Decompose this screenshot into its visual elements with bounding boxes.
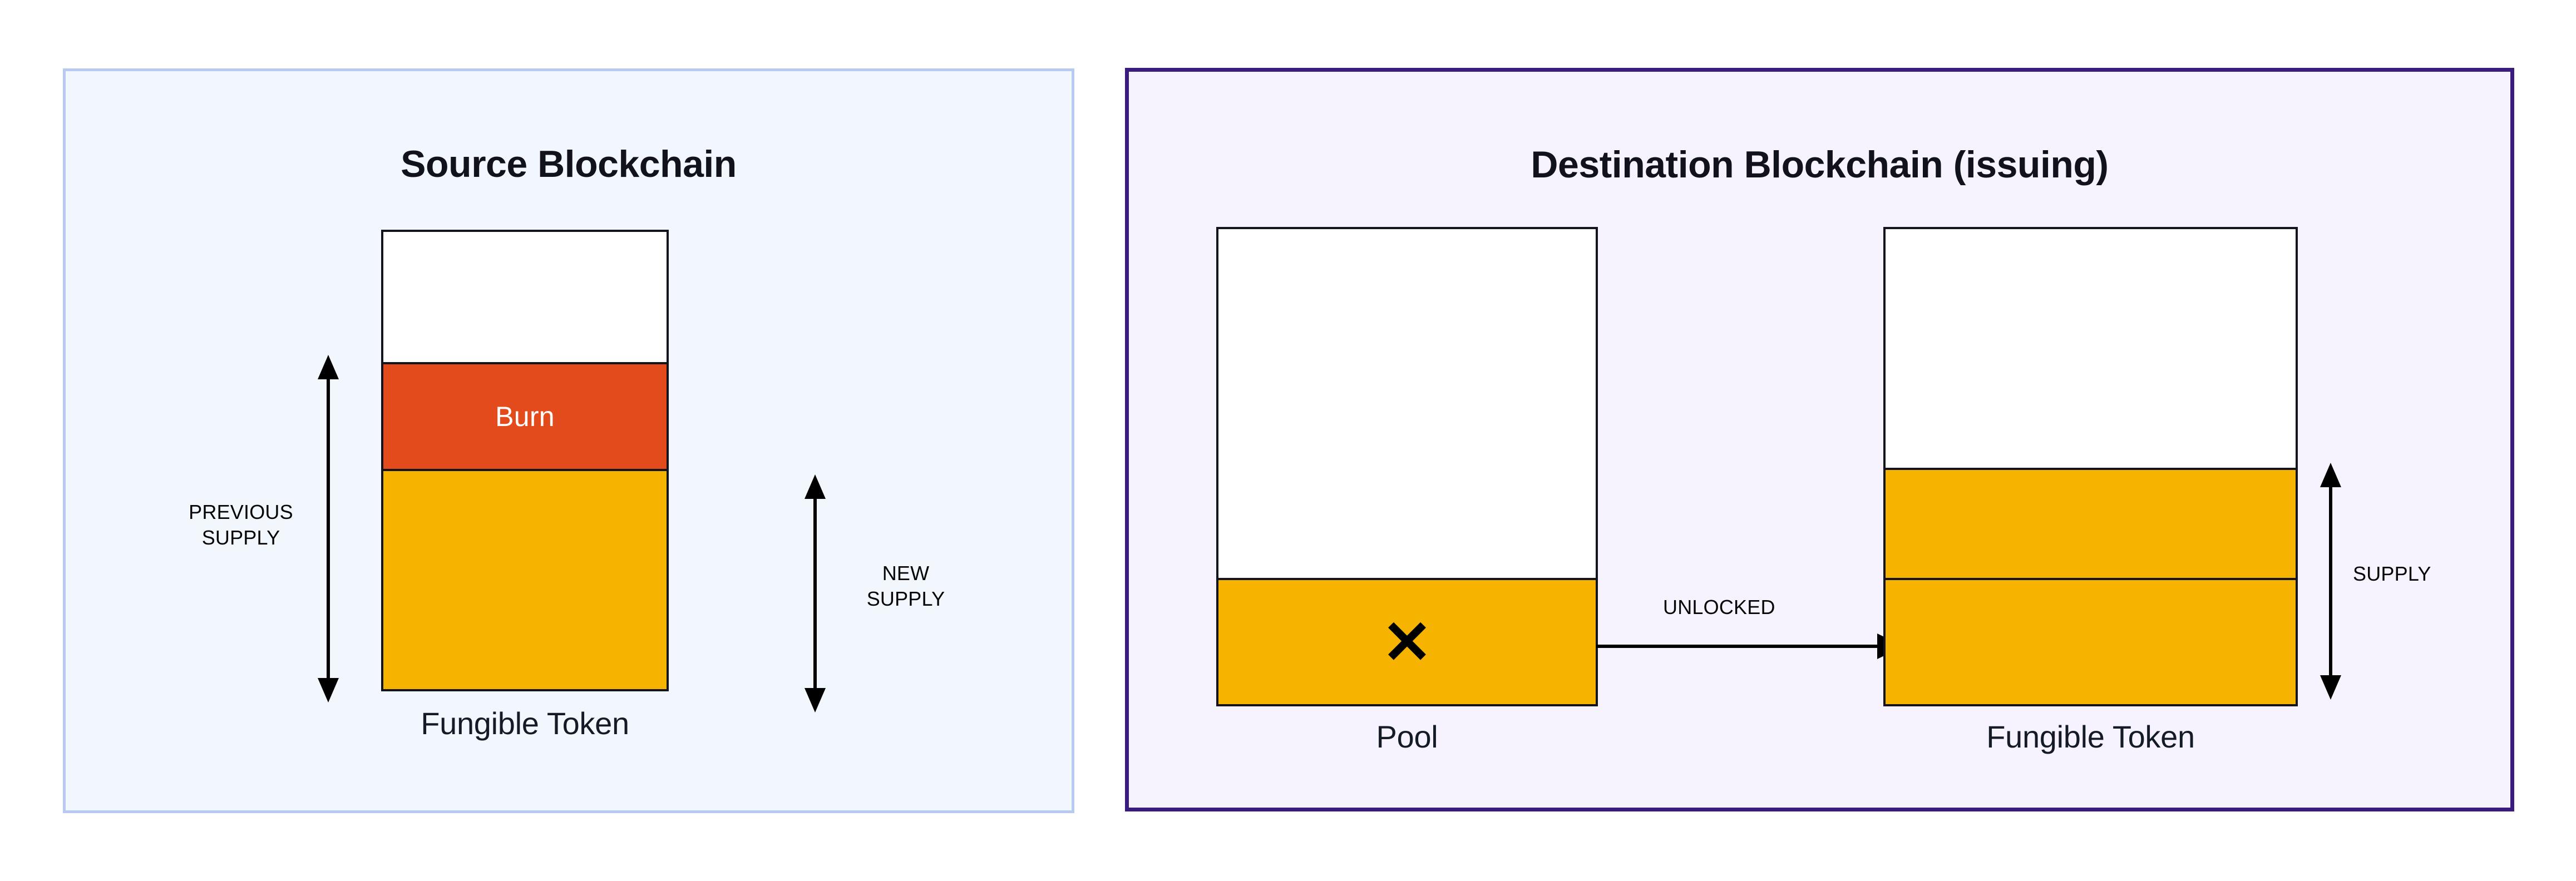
destination-token-bar-caption: Fungible Token	[1986, 719, 2195, 754]
destination-fungible-token-bar	[1883, 227, 2298, 706]
pool-bar-caption: Pool	[1376, 719, 1438, 754]
pool-bar: ✕	[1216, 227, 1598, 706]
pool-segment-empty	[1218, 229, 1596, 578]
new-supply-label: NEW SUPPLY	[866, 562, 945, 611]
token-segment-minted-supply	[1886, 578, 2296, 704]
previous-supply-label: PREVIOUS SUPPLY	[189, 501, 293, 550]
source-fungible-token-bar: Burn	[381, 230, 669, 691]
destination-blockchain-panel: Destination Blockchain (issuing) ✕ Pool …	[1125, 68, 2514, 811]
unlocked-flow-arrow	[1596, 633, 1904, 659]
bar-segment-empty	[383, 232, 667, 362]
source-bar-caption: Fungible Token	[421, 706, 629, 741]
source-panel-title: Source Blockchain	[401, 143, 737, 185]
unlocked-flow-label: UNLOCKED	[1663, 596, 1775, 618]
previous-supply-arrow	[317, 355, 339, 702]
new-supply-arrow	[804, 474, 826, 712]
pool-segment-locked: ✕	[1218, 578, 1596, 704]
supply-arrow	[2320, 463, 2342, 700]
burn-segment-label: Burn	[495, 401, 555, 432]
cross-x-icon: ✕	[1381, 608, 1433, 676]
bar-segment-token	[383, 471, 667, 689]
bar-segment-burn: Burn	[383, 362, 667, 471]
token-segment-empty	[1886, 229, 2296, 468]
source-blockchain-panel: Source Blockchain Burn Fungible Token PR…	[63, 68, 1074, 813]
token-segment-existing-supply	[1886, 468, 2296, 578]
destination-panel-title: Destination Blockchain (issuing)	[1531, 143, 2109, 186]
supply-label: SUPPLY	[2353, 562, 2431, 585]
